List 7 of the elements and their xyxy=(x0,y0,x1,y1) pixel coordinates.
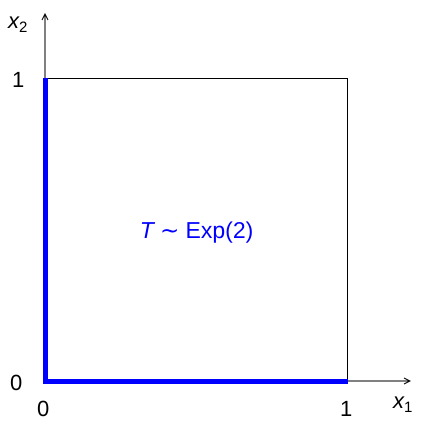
tick-label: 1 xyxy=(340,398,352,420)
tick-label: 1 xyxy=(12,69,24,91)
distribution-label: T ∼ Exp(2) xyxy=(140,216,254,244)
tick-label: 0 xyxy=(10,372,22,394)
axis-label: x$_{1}$ xyxy=(393,390,412,415)
axis-label: x$_{2}$ xyxy=(8,10,28,35)
tick-label: 0 xyxy=(37,398,50,420)
